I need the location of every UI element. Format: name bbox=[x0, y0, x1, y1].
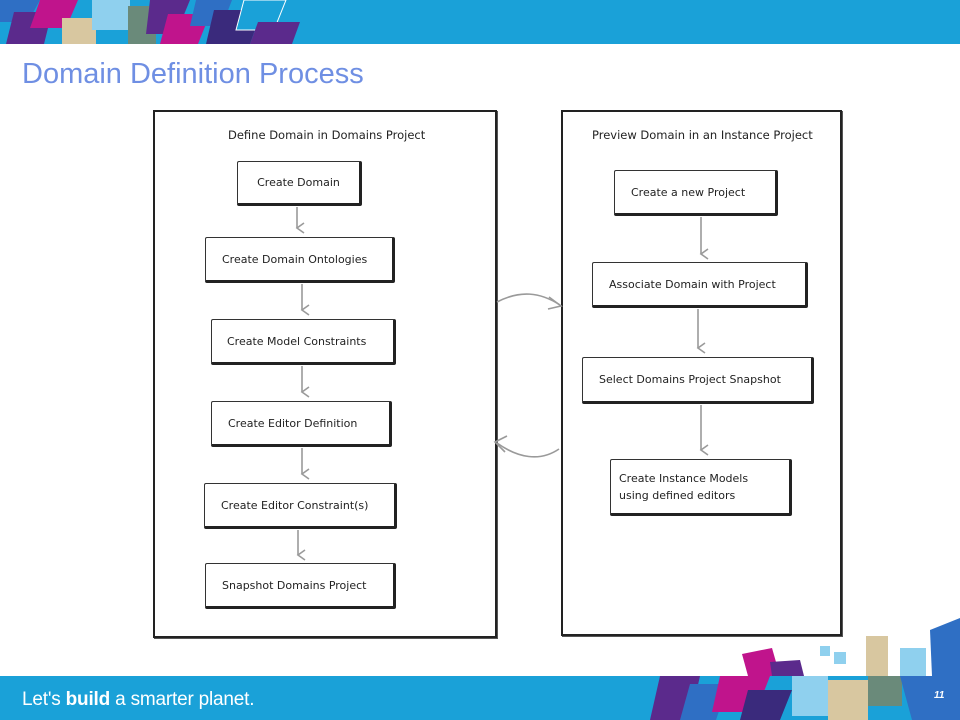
step-create-domain-ontologies: Create Domain Ontologies bbox=[205, 237, 395, 283]
step-create-editor-constraints: Create Editor Constraint(s) bbox=[204, 483, 397, 529]
step-create-editor-definition: Create Editor Definition bbox=[211, 401, 392, 447]
tagline-bold: build bbox=[65, 689, 111, 710]
arrow-cross-to-right bbox=[496, 293, 561, 306]
footer-decoration bbox=[650, 676, 960, 720]
step-snapshot-domains-project: Snapshot Domains Project bbox=[205, 563, 396, 609]
step-associate-domain: Associate Domain with Project bbox=[592, 262, 808, 308]
banner-decoration bbox=[0, 0, 300, 44]
tagline-suffix: a smarter planet. bbox=[115, 689, 255, 710]
bottom-banner bbox=[0, 676, 960, 720]
step-select-snapshot: Select Domains Project Snapshot bbox=[582, 357, 814, 404]
page-number: 11 bbox=[934, 690, 945, 701]
step-create-instance-models: Create Instance Models using defined edi… bbox=[610, 459, 792, 516]
right-panel-title: Preview Domain in an Instance Project bbox=[592, 128, 813, 142]
arrow-cross-to-left bbox=[496, 442, 560, 458]
step-create-model-constraints: Create Model Constraints bbox=[211, 319, 396, 365]
tagline-prefix: Let's bbox=[22, 689, 61, 710]
step-create-domain: Create Domain bbox=[237, 161, 362, 206]
left-panel-title: Define Domain in Domains Project bbox=[228, 128, 426, 142]
slide-title: Domain Definition Process bbox=[22, 58, 364, 90]
top-banner bbox=[0, 0, 960, 44]
arrow-cross-to-right-head bbox=[547, 296, 563, 310]
tagline: Let's build a smarter planet. bbox=[22, 689, 254, 711]
step-create-new-project: Create a new Project bbox=[614, 170, 778, 216]
